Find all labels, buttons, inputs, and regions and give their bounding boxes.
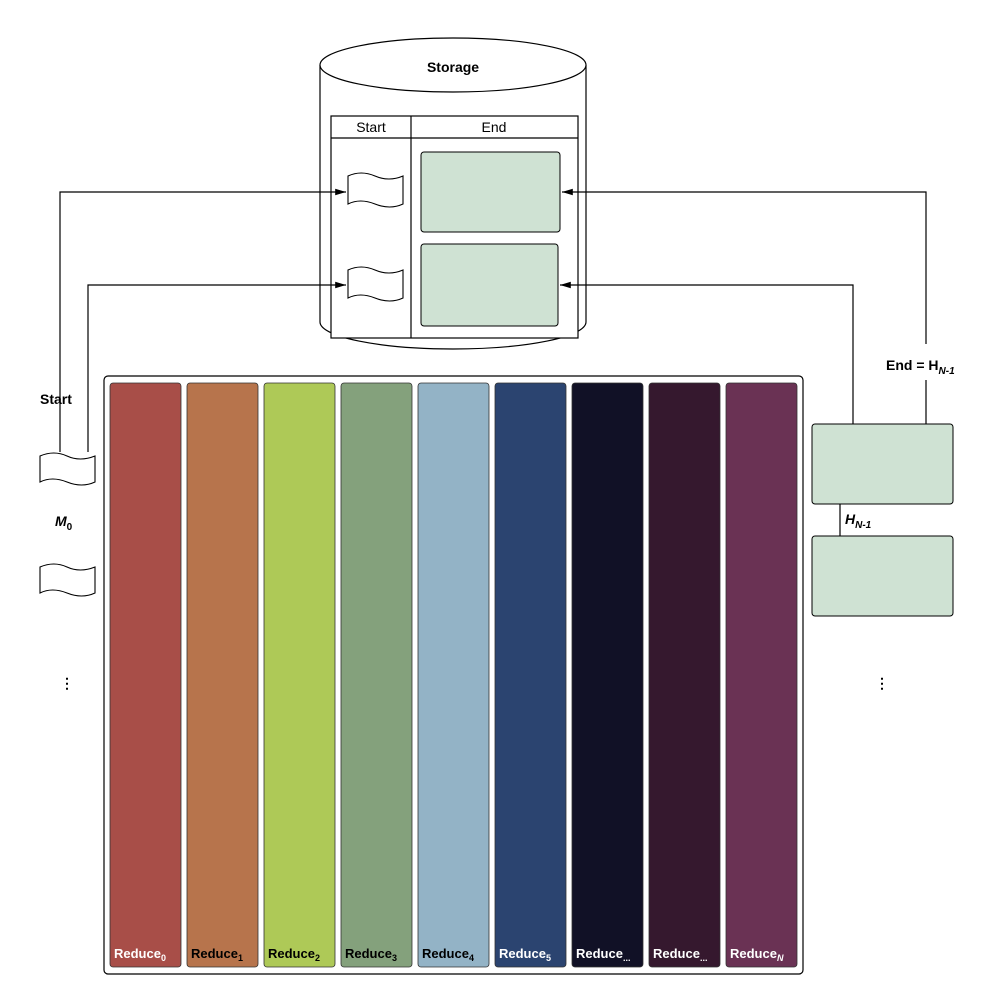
start-label: Start (40, 391, 72, 407)
map-start-marker (39, 452, 96, 486)
storage-start-marker (347, 172, 404, 208)
storage-start-marker (347, 266, 404, 302)
h-label: HN-1 (845, 511, 872, 531)
reducer-column (571, 382, 644, 968)
reducer-column (648, 382, 721, 968)
reducers-group: Reduce0 Reduce1 Reduce2 Reduce3 Reduce4 Reduc… (109, 382, 798, 968)
reducer-label: Reduce3 (345, 946, 397, 963)
reducer-column (109, 382, 182, 968)
reducer-column (494, 382, 567, 968)
reducer-label: Reduce2 (268, 946, 320, 963)
hash-box (811, 423, 954, 505)
reducer-column (340, 382, 413, 968)
storage-col-start: Start (356, 119, 386, 135)
reducer-column (263, 382, 336, 968)
reducer-label: ReduceN (730, 946, 784, 963)
reducer-label: Reduce4 (422, 946, 474, 963)
reducer-column (417, 382, 490, 968)
hash-box (811, 535, 954, 617)
storage-title: Storage (427, 59, 479, 75)
reducer-label: Reduce1 (191, 946, 243, 963)
storage-table: Start End (330, 115, 579, 339)
map-end-marker (39, 563, 96, 597)
m0-label: M0 (55, 513, 73, 533)
left-ellipsis: ⋮ (60, 675, 74, 691)
left-connectors (59, 188, 346, 452)
reducer-label: Reduce0 (114, 946, 166, 963)
storage-end-box (420, 151, 561, 233)
storage-col-end: End (482, 119, 507, 135)
right-ellipsis: ⋮ (875, 675, 889, 691)
storage-end-box (420, 243, 559, 327)
end-equals-h-label: End = HN-1 (886, 357, 955, 377)
right-connectors (560, 188, 927, 536)
reducer-label: Reduce5 (499, 946, 551, 963)
reducer-label: Reduce... (576, 946, 630, 963)
reducer-column (186, 382, 259, 968)
reducer-label: Reduce... (653, 946, 707, 963)
reducer-column (725, 382, 798, 968)
